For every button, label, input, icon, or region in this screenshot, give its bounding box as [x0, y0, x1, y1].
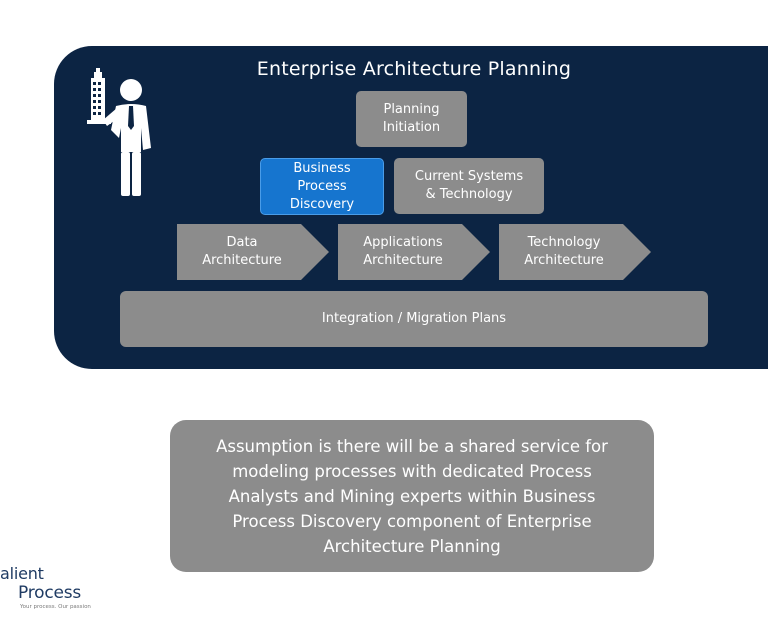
current-systems-box: Current Systems & Technology	[394, 158, 544, 214]
current-systems-line-2: & Technology	[425, 187, 513, 202]
assumption-line-2: modeling processes with dedicated Proces…	[232, 461, 592, 481]
person-with-building-icon	[87, 68, 151, 196]
integration-migration-box: Integration / Migration Plans	[120, 291, 708, 347]
bpd-line-1: Business	[293, 160, 351, 176]
technology-architecture-line-1: Technology	[527, 235, 601, 250]
assumption-box: Assumption is there will be a shared ser…	[170, 420, 654, 572]
planning-initiation-box: Planning Initiation	[356, 91, 467, 147]
data-architecture-line-2: Architecture	[202, 253, 282, 268]
applications-architecture-line-1: Applications	[363, 235, 443, 250]
data-architecture-chevron: Data Architecture	[177, 224, 329, 280]
applications-architecture-line-2: Architecture	[363, 253, 443, 268]
planning-initiation-line-1: Planning	[383, 102, 440, 117]
integration-label: Integration / Migration Plans	[321, 311, 507, 326]
current-systems-line-1: Current Systems	[414, 169, 524, 184]
applications-architecture-chevron: Applications Architecture	[338, 224, 490, 280]
logo-line-1: alient	[0, 564, 44, 583]
logo-line-2: Process	[18, 583, 82, 603]
business-process-discovery-box: Business Process Discovery	[260, 158, 384, 215]
logo-tagline: Your process. Our passion	[20, 604, 91, 610]
assumption-line-4: Process Discovery component of Enterpris…	[232, 511, 592, 531]
data-architecture-line-1: Data	[226, 235, 258, 250]
diagram-title: Enterprise Architecture Planning	[256, 58, 572, 80]
assumption-line-5: Architecture Planning	[323, 536, 501, 556]
assumption-line-1: Assumption is there will be a shared ser…	[216, 436, 608, 456]
planning-initiation-line-2: Initiation	[382, 120, 441, 135]
company-logo: alient Process Your process. Our passion	[0, 564, 110, 622]
technology-architecture-chevron: Technology Architecture	[499, 224, 651, 280]
bpd-line-2: Process	[297, 178, 347, 194]
technology-architecture-line-2: Architecture	[524, 253, 604, 268]
assumption-line-3: Analysts and Mining experts within Busin…	[228, 486, 596, 506]
bpd-line-3: Discovery	[289, 196, 355, 212]
